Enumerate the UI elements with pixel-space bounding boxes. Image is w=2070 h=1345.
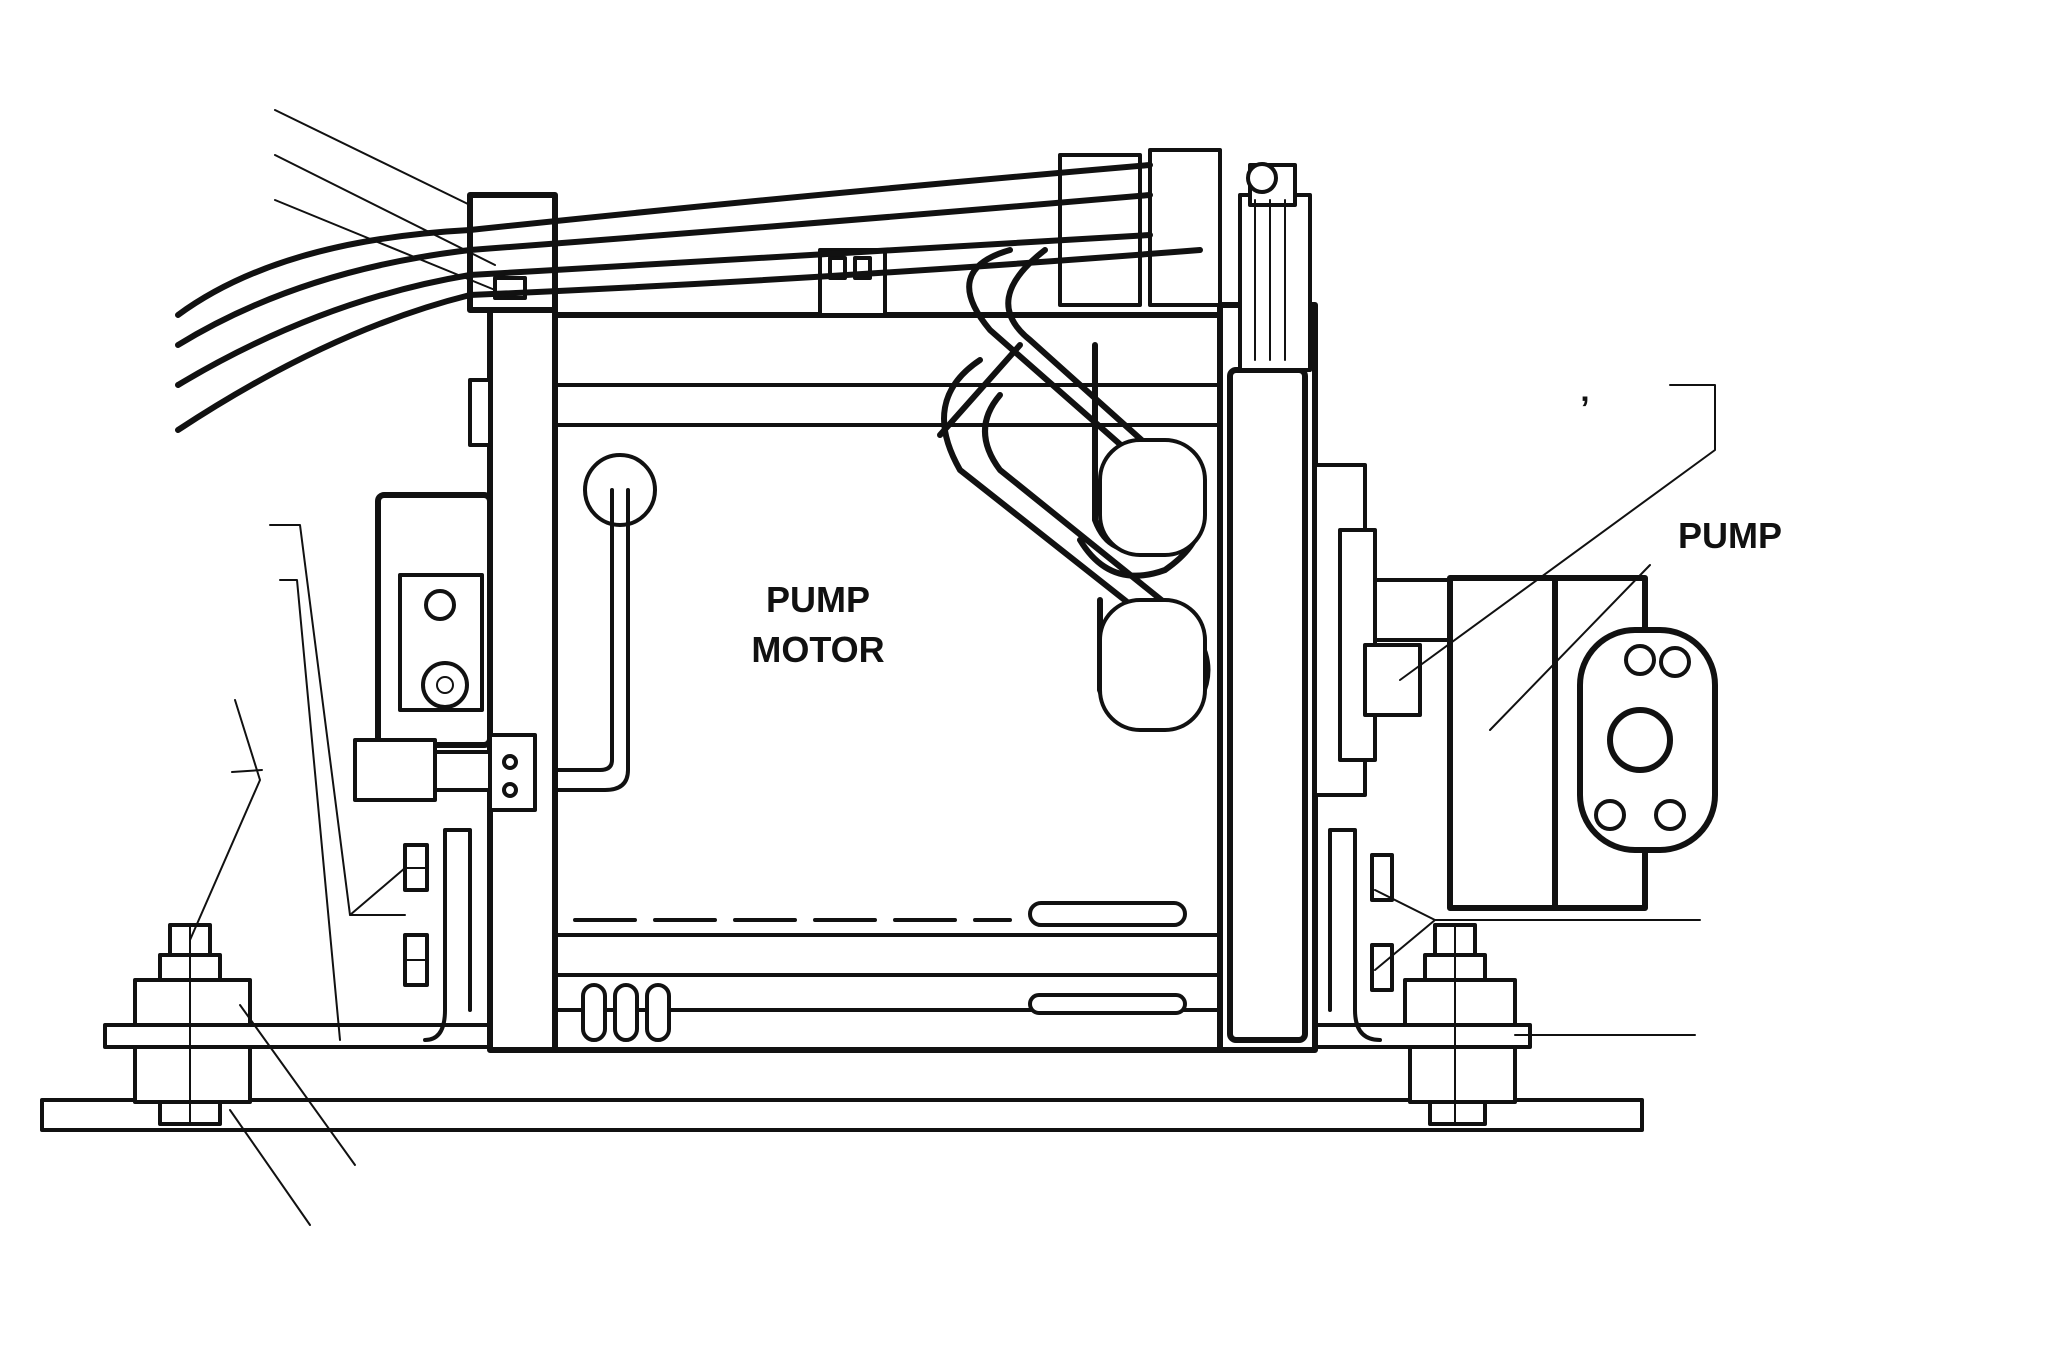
leader-lines bbox=[189, 109, 1716, 1226]
top-fittings bbox=[818, 148, 1312, 372]
left-mount-bolt bbox=[133, 923, 252, 1126]
solenoid-box bbox=[353, 492, 537, 987]
pump-label: PUMP bbox=[1678, 515, 1782, 556]
cable-harness bbox=[175, 162, 1203, 433]
base-plate bbox=[40, 1098, 1644, 1132]
coolant-loops bbox=[937, 247, 1211, 732]
pump-body bbox=[1373, 575, 1718, 911]
pump-motor-label-line2: MOTOR bbox=[751, 629, 884, 670]
pump-motor-label-line1: PUMP bbox=[766, 579, 870, 620]
motor-end-bell-right bbox=[1217, 302, 1422, 1053]
right-mount-bolt bbox=[1403, 923, 1517, 1126]
tick-mark: ’ bbox=[1580, 390, 1589, 428]
